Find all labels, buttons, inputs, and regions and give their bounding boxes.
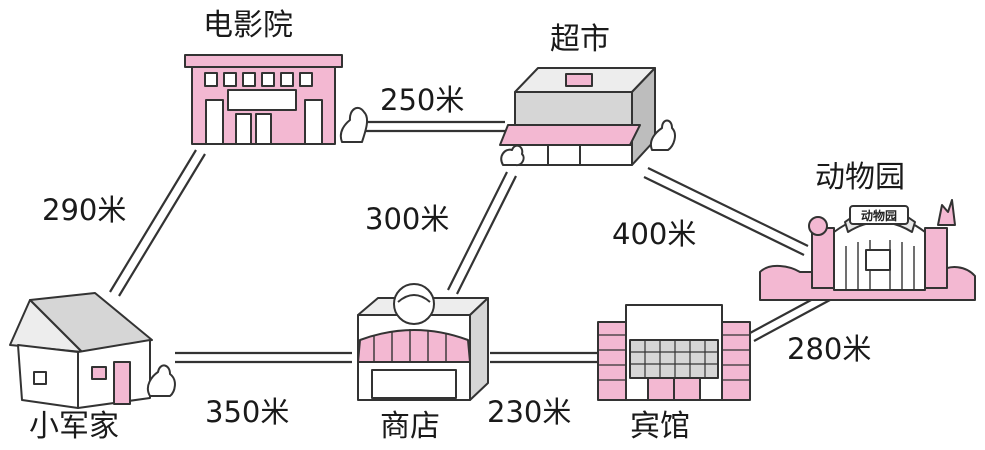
- zoo-gate-icon: [759, 199, 976, 301]
- road-shop-hotel: [490, 351, 600, 364]
- supermarket-building-icon: [499, 67, 676, 167]
- distance-cinema-supermarket: 250米: [380, 83, 465, 117]
- cinema-building-icon: [184, 54, 369, 145]
- home-house-icon: [9, 292, 176, 409]
- distance-supermarket-zoo: 400米: [612, 217, 697, 251]
- zoo-sign-text: 动物园: [861, 208, 897, 223]
- road-cinema-home: [109, 149, 206, 297]
- supermarket-label: 超市: [550, 22, 610, 57]
- road-cinema-supermarket: [360, 120, 505, 133]
- distance-home-shop: 350米: [205, 395, 290, 429]
- shop-label: 商店: [380, 409, 440, 444]
- distance-zoo-hotel: 280米: [787, 332, 872, 366]
- distance-supermarket-shop: 300米: [365, 202, 450, 236]
- home-label: 小军家: [29, 409, 119, 444]
- distance-shop-hotel: 230米: [487, 395, 572, 429]
- distance-cinema-home: 290米: [42, 193, 127, 227]
- hotel-building-icon: [597, 304, 751, 401]
- road-home-shop: [175, 351, 352, 364]
- shop-building-icon: [357, 283, 489, 401]
- roads: [109, 120, 831, 364]
- cinema-label: 电影院: [203, 8, 293, 43]
- road-supermarket-shop: [447, 171, 517, 295]
- hotel-label: 宾馆: [630, 409, 690, 444]
- zoo-label: 动物园: [815, 160, 905, 195]
- road-supermarket-zoo: [643, 167, 809, 256]
